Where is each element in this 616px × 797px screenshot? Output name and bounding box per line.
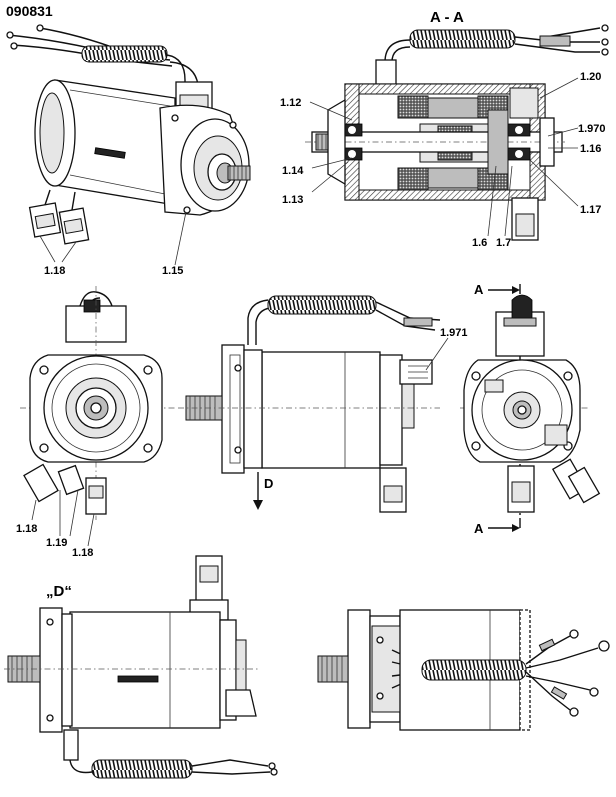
- section-marker-top: A: [474, 282, 484, 297]
- view-d-label: „D“: [46, 583, 72, 600]
- section-title: A - A: [430, 9, 464, 26]
- callout-1-15: 1.15: [162, 265, 183, 277]
- rear-end-view: [460, 284, 601, 532]
- callout-1-7: 1.7: [496, 237, 511, 249]
- spiral-sleeve: [421, 659, 527, 681]
- callout-1-19: 1.19: [46, 537, 67, 549]
- callout-1-6: 1.6: [472, 237, 487, 249]
- section-a-a-view: [305, 24, 609, 241]
- front-end-view: [20, 286, 175, 547]
- callout-1-18-left: 1.18: [16, 523, 37, 535]
- section-marker-bottom: A: [474, 521, 484, 536]
- callout-1-18-top: 1.18: [44, 265, 65, 277]
- callout-1-17: 1.17: [580, 204, 601, 216]
- side-view: [178, 295, 449, 513]
- callout-1-14: 1.14: [282, 165, 304, 177]
- spiral-sleeve: [267, 295, 377, 315]
- top-view: [317, 609, 610, 731]
- spiral-sleeve: [81, 45, 168, 63]
- callout-1-16: 1.16: [580, 143, 601, 155]
- isometric-motor-view: [6, 24, 251, 266]
- callout-1-20: 1.20: [580, 71, 601, 83]
- spiral-sleeve: [91, 759, 193, 779]
- view-arrow-label: D: [264, 476, 273, 491]
- view-d: [4, 555, 278, 779]
- callout-1-13: 1.13: [282, 194, 303, 206]
- callout-1-18-bottom: 1.18: [72, 547, 93, 559]
- callout-1-971: 1.971: [440, 327, 468, 339]
- spiral-sleeve: [409, 29, 516, 49]
- callout-1-970: 1.970: [578, 123, 606, 135]
- drawing-number: 090831: [6, 3, 53, 19]
- callout-1-12: 1.12: [280, 97, 301, 109]
